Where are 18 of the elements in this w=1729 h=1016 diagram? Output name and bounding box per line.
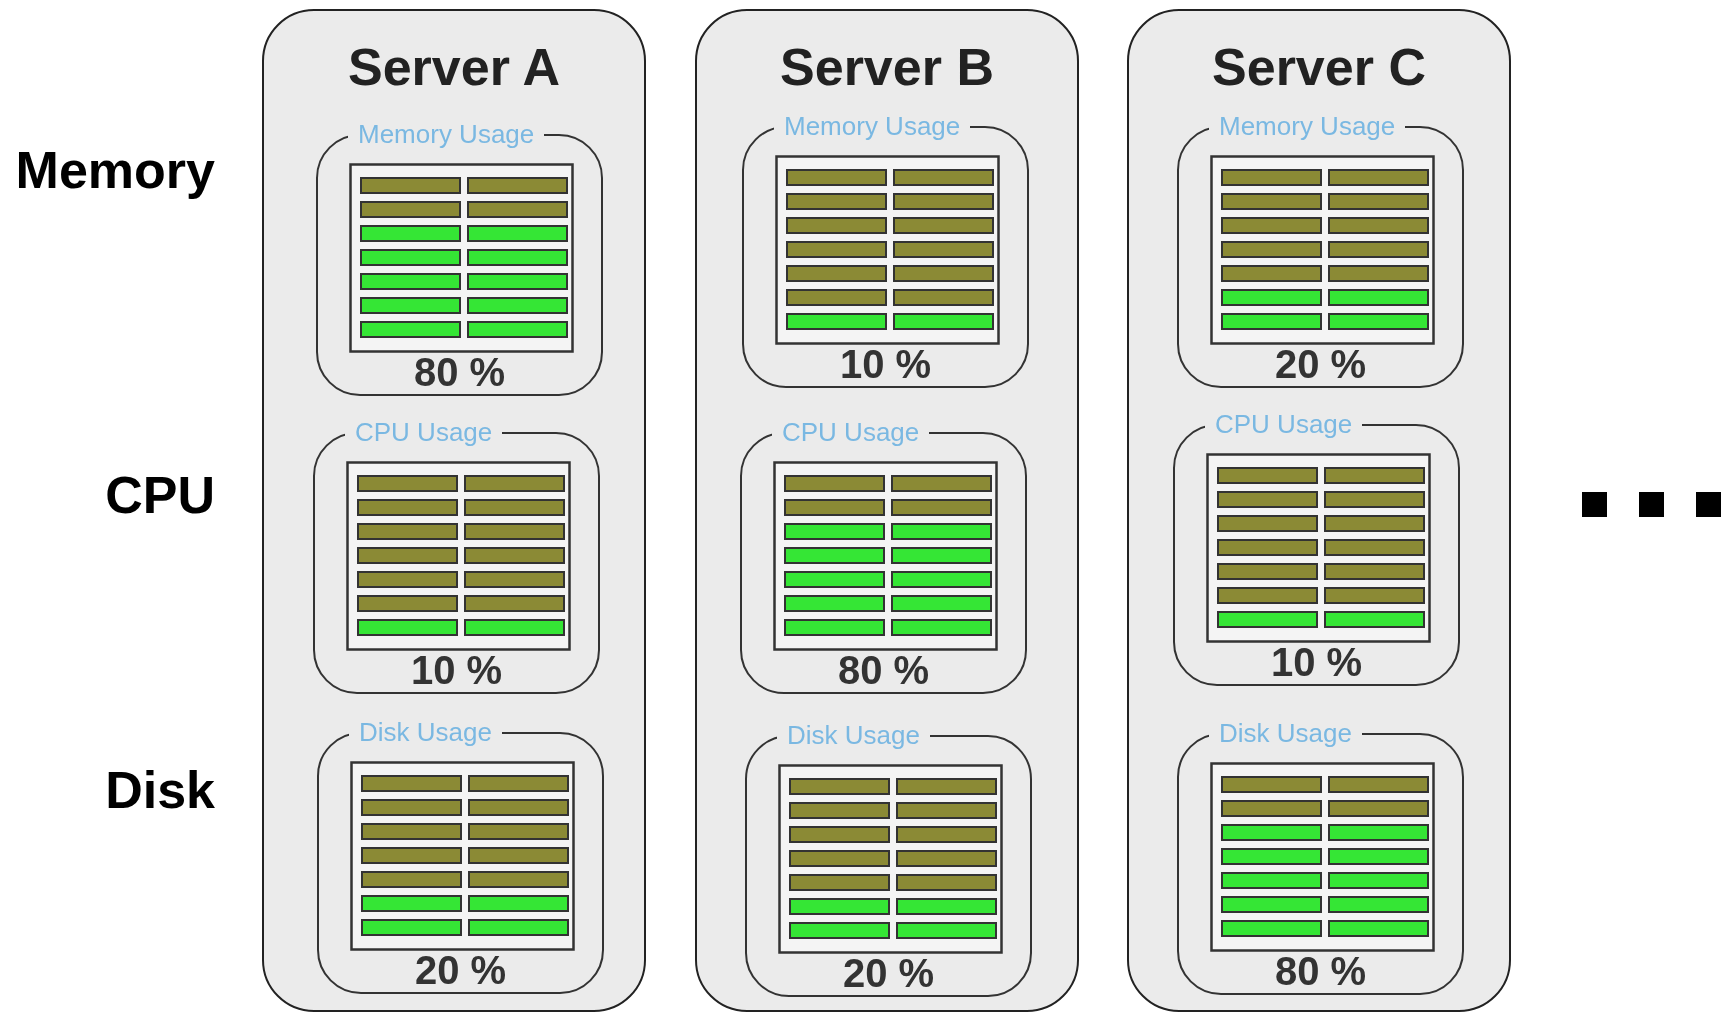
percent-value: 10 % [838,342,933,386]
server-panel [1127,9,1511,1012]
percent-value: 80 % [412,350,507,394]
row-label: CPU [105,465,215,525]
percent-value: 10 % [1269,640,1364,684]
percent-value: 80 % [836,648,931,692]
server-title: Server B [779,37,995,97]
percent-value: 20 % [841,951,936,995]
percent-value: 20 % [413,948,508,992]
percent-value: 10 % [409,648,504,692]
percent-value: 20 % [1273,342,1368,386]
row-label: Memory [15,140,215,200]
percent-value: 80 % [1273,949,1368,993]
server-panel [695,9,1079,1012]
server-title: Server A [347,37,561,97]
server-panel [262,9,646,1012]
server-title: Server C [1211,37,1427,97]
row-label: Disk [105,760,215,820]
